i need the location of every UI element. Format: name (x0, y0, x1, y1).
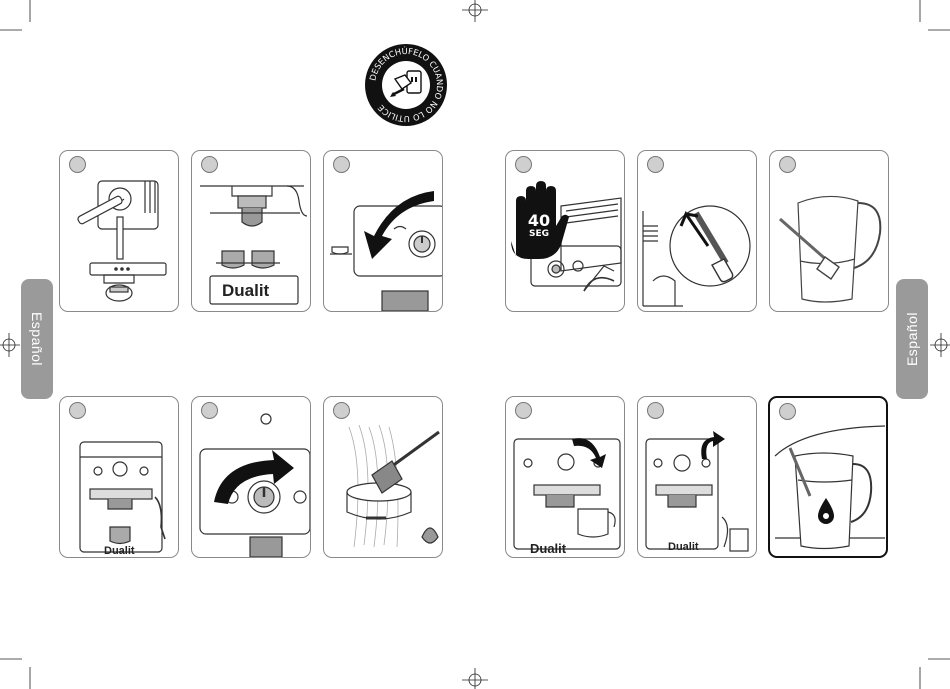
step-panel-4: 40 SEG (505, 150, 625, 312)
step-panel-6 (769, 150, 889, 312)
dial-return-illustration (192, 397, 311, 558)
unplug-badge: DESENCHÚFELO CUANDO NO LO UTILICE (364, 43, 448, 127)
language-tab-right-label: Español (904, 312, 920, 366)
step-panel-11: Dualit (637, 396, 757, 558)
brand-label: Dualit (668, 541, 699, 553)
steam-off-illustration (638, 397, 757, 558)
step-panel-2: Dualit (191, 150, 311, 312)
jug-wand-illustration (770, 151, 889, 312)
brand-label: Dualit (222, 281, 269, 301)
step-panel-9 (323, 396, 443, 558)
step-panel-12 (768, 396, 888, 558)
dial-turn-illustration (324, 151, 443, 312)
step-panel-8 (191, 396, 311, 558)
step-panel-5 (637, 150, 757, 312)
brewing-cup-illustration (60, 397, 179, 558)
step-panel-10: Dualit (505, 396, 625, 558)
steam-wand-detail-illustration (638, 151, 757, 312)
step-panel-3 (323, 150, 443, 312)
jug-ready-illustration (770, 398, 888, 558)
step-panel-1 (59, 150, 179, 312)
brand-label: Dualit (530, 541, 566, 556)
unplug-icon: DESENCHÚFELO CUANDO NO LO UTILICE (364, 43, 448, 127)
timer-unit: SEG (520, 229, 558, 239)
step-panel-7: Dualit (59, 396, 179, 558)
language-tab-right: Español (896, 279, 928, 399)
language-tab-left: Español (21, 279, 53, 399)
machine-wand-illustration (60, 151, 179, 312)
steam-dial-illustration (506, 397, 625, 558)
brush-clean-illustration (324, 397, 443, 558)
language-tab-left-label: Español (29, 312, 45, 366)
brand-label: Dualit (104, 545, 135, 557)
timer-value: 40 (520, 211, 558, 230)
